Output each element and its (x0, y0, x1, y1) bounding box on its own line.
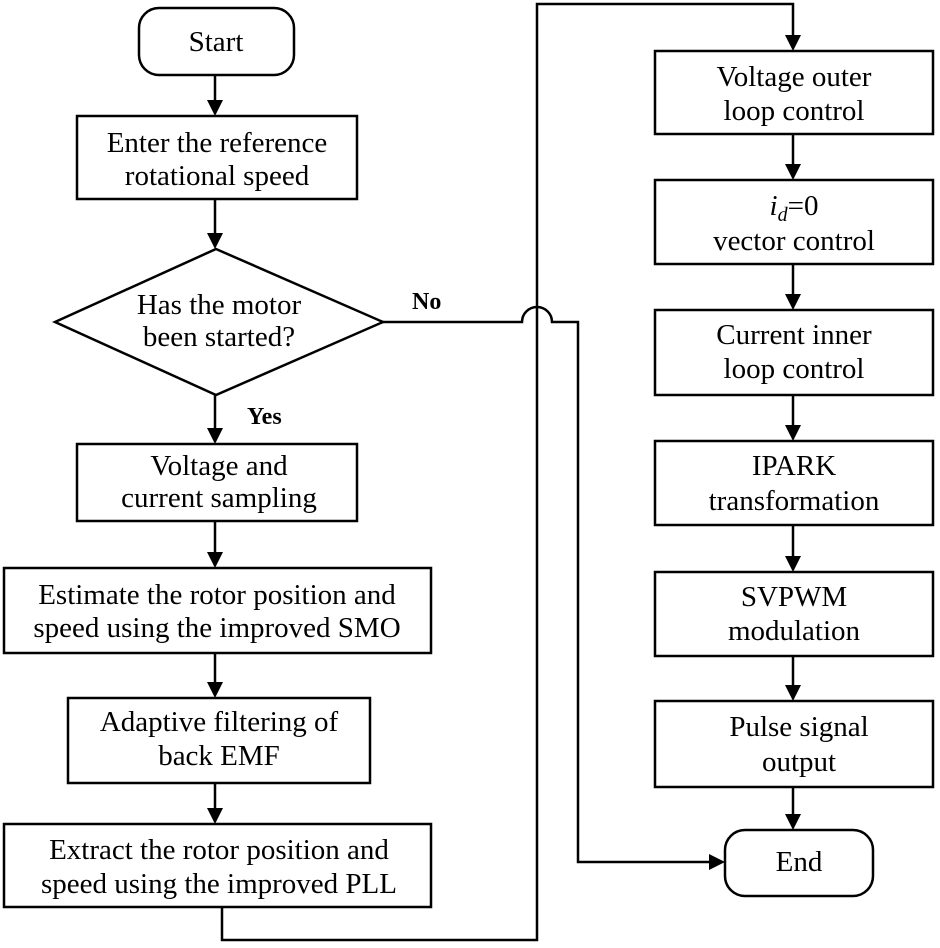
voltage-outer-line1: Voltage outer (717, 61, 872, 93)
svpwm-line1: SVPWM (741, 581, 847, 613)
voltage-outer-box: Voltage outer loop control (653, 49, 935, 136)
svg-text:transformation: transformation (709, 485, 880, 517)
svg-text:loop control: loop control (724, 353, 865, 385)
svg-text:modulation: modulation (728, 615, 861, 647)
yes-label: Yes (247, 404, 282, 430)
svg-text:loop control: loop control (724, 95, 865, 127)
svg-text:Extract the rotor position and: Extract the rotor position and (49, 834, 389, 866)
no-label: No (412, 289, 441, 315)
svpwm-box: SVPWM modulation (653, 570, 935, 658)
svg-text:Has the motor: Has the motor (137, 289, 302, 321)
start-label: Start (189, 26, 244, 58)
svpwm-line2: modulation (728, 615, 861, 647)
connector-extract-to-voltage-outer (220, 2, 795, 942)
svg-text:been started?: been started? (143, 321, 295, 353)
pulse-line2: output (762, 746, 836, 778)
adaptive-box: Adaptive filtering of back EMF (66, 696, 372, 785)
svg-text:Pulse signal: Pulse signal (729, 711, 868, 743)
svg-text:Current inner: Current inner (716, 319, 872, 351)
enter-speed-line1: Enter the reference (107, 127, 328, 159)
decision-line2: been started? (143, 321, 295, 353)
svg-text:Adaptive filtering of: Adaptive filtering of (100, 706, 339, 738)
estimate-line2: speed using the improved SMO (33, 612, 400, 644)
svg-text:Voltage and: Voltage and (150, 450, 288, 482)
arrowhead (785, 556, 801, 572)
svg-text:speed using the improved SMO: speed using the improved SMO (33, 612, 400, 644)
enter-speed-line2: rotational speed (125, 160, 310, 192)
svg-text:Enter the reference: Enter the reference (107, 127, 328, 159)
svg-text:output: output (762, 746, 836, 778)
id-zero-line2: vector control (713, 225, 875, 257)
current-inner-line2: loop control (724, 353, 865, 385)
svg-text:Voltage outer: Voltage outer (717, 61, 872, 93)
id-equals-zero: =0 (788, 190, 819, 222)
ipark-box: IPARK transformation (653, 439, 935, 527)
arrowhead (785, 685, 801, 701)
sampling-box: Voltage and current sampling (75, 442, 359, 523)
connectors (207, 2, 801, 942)
arrowhead (785, 814, 801, 830)
arrowhead (785, 164, 801, 180)
arrowhead (785, 425, 801, 441)
id-zero-box: id=0 vector control (653, 178, 935, 266)
arrowhead (207, 428, 223, 444)
svg-text:Estimate the rotor position an: Estimate the rotor position and (38, 579, 396, 611)
id-subscript: d (778, 204, 789, 226)
extract-line1: Extract the rotor position and (49, 834, 389, 866)
arrowhead (785, 294, 801, 310)
arrowhead (207, 682, 223, 698)
end-label: End (776, 846, 823, 878)
current-inner-line1: Current inner (716, 319, 872, 351)
arrowhead (207, 233, 223, 249)
svg-text:current sampling: current sampling (121, 482, 317, 514)
adaptive-line2: back EMF (158, 740, 280, 772)
arrowhead (207, 100, 223, 116)
ipark-line2: transformation (709, 485, 880, 517)
extract-box: Extract the rotor position and speed usi… (2, 822, 433, 909)
sampling-line2: current sampling (121, 482, 317, 514)
current-inner-box: Current inner loop control (653, 308, 935, 397)
svg-text:speed using the improved PLL: speed using the improved PLL (41, 868, 397, 900)
arrowhead (207, 808, 223, 824)
start-node: Start (137, 6, 296, 77)
adaptive-line1: Adaptive filtering of (100, 706, 339, 738)
arrowhead (785, 35, 801, 51)
extract-line2: speed using the improved PLL (41, 868, 397, 900)
ipark-line1: IPARK (752, 450, 836, 482)
svg-text:IPARK: IPARK (752, 450, 836, 482)
enter-speed-box: Enter the reference rotational speed (75, 114, 359, 201)
svg-text:SVPWM: SVPWM (741, 581, 847, 613)
arrowhead (207, 552, 223, 568)
svg-text:rotational speed: rotational speed (125, 160, 310, 192)
end-node: End (723, 828, 875, 898)
svg-text:back EMF: back EMF (158, 740, 280, 772)
pulse-box: Pulse signal output (653, 699, 935, 789)
svg-text:vector control: vector control (713, 225, 875, 257)
pulse-line1: Pulse signal (729, 711, 868, 743)
sampling-line1: Voltage and (150, 450, 288, 482)
connector-no-to-end (383, 305, 712, 864)
estimate-box: Estimate the rotor position and speed us… (2, 566, 433, 655)
voltage-outer-line2: loop control (724, 95, 865, 127)
estimate-line1: Estimate the rotor position and (38, 579, 396, 611)
decision-line1: Has the motor (137, 289, 302, 321)
svg-text:id=0: id=0 (770, 190, 819, 226)
id-variable: i (770, 190, 778, 222)
arrowhead (709, 854, 725, 870)
decision-diamond: Has the motor been started? (51, 247, 387, 397)
